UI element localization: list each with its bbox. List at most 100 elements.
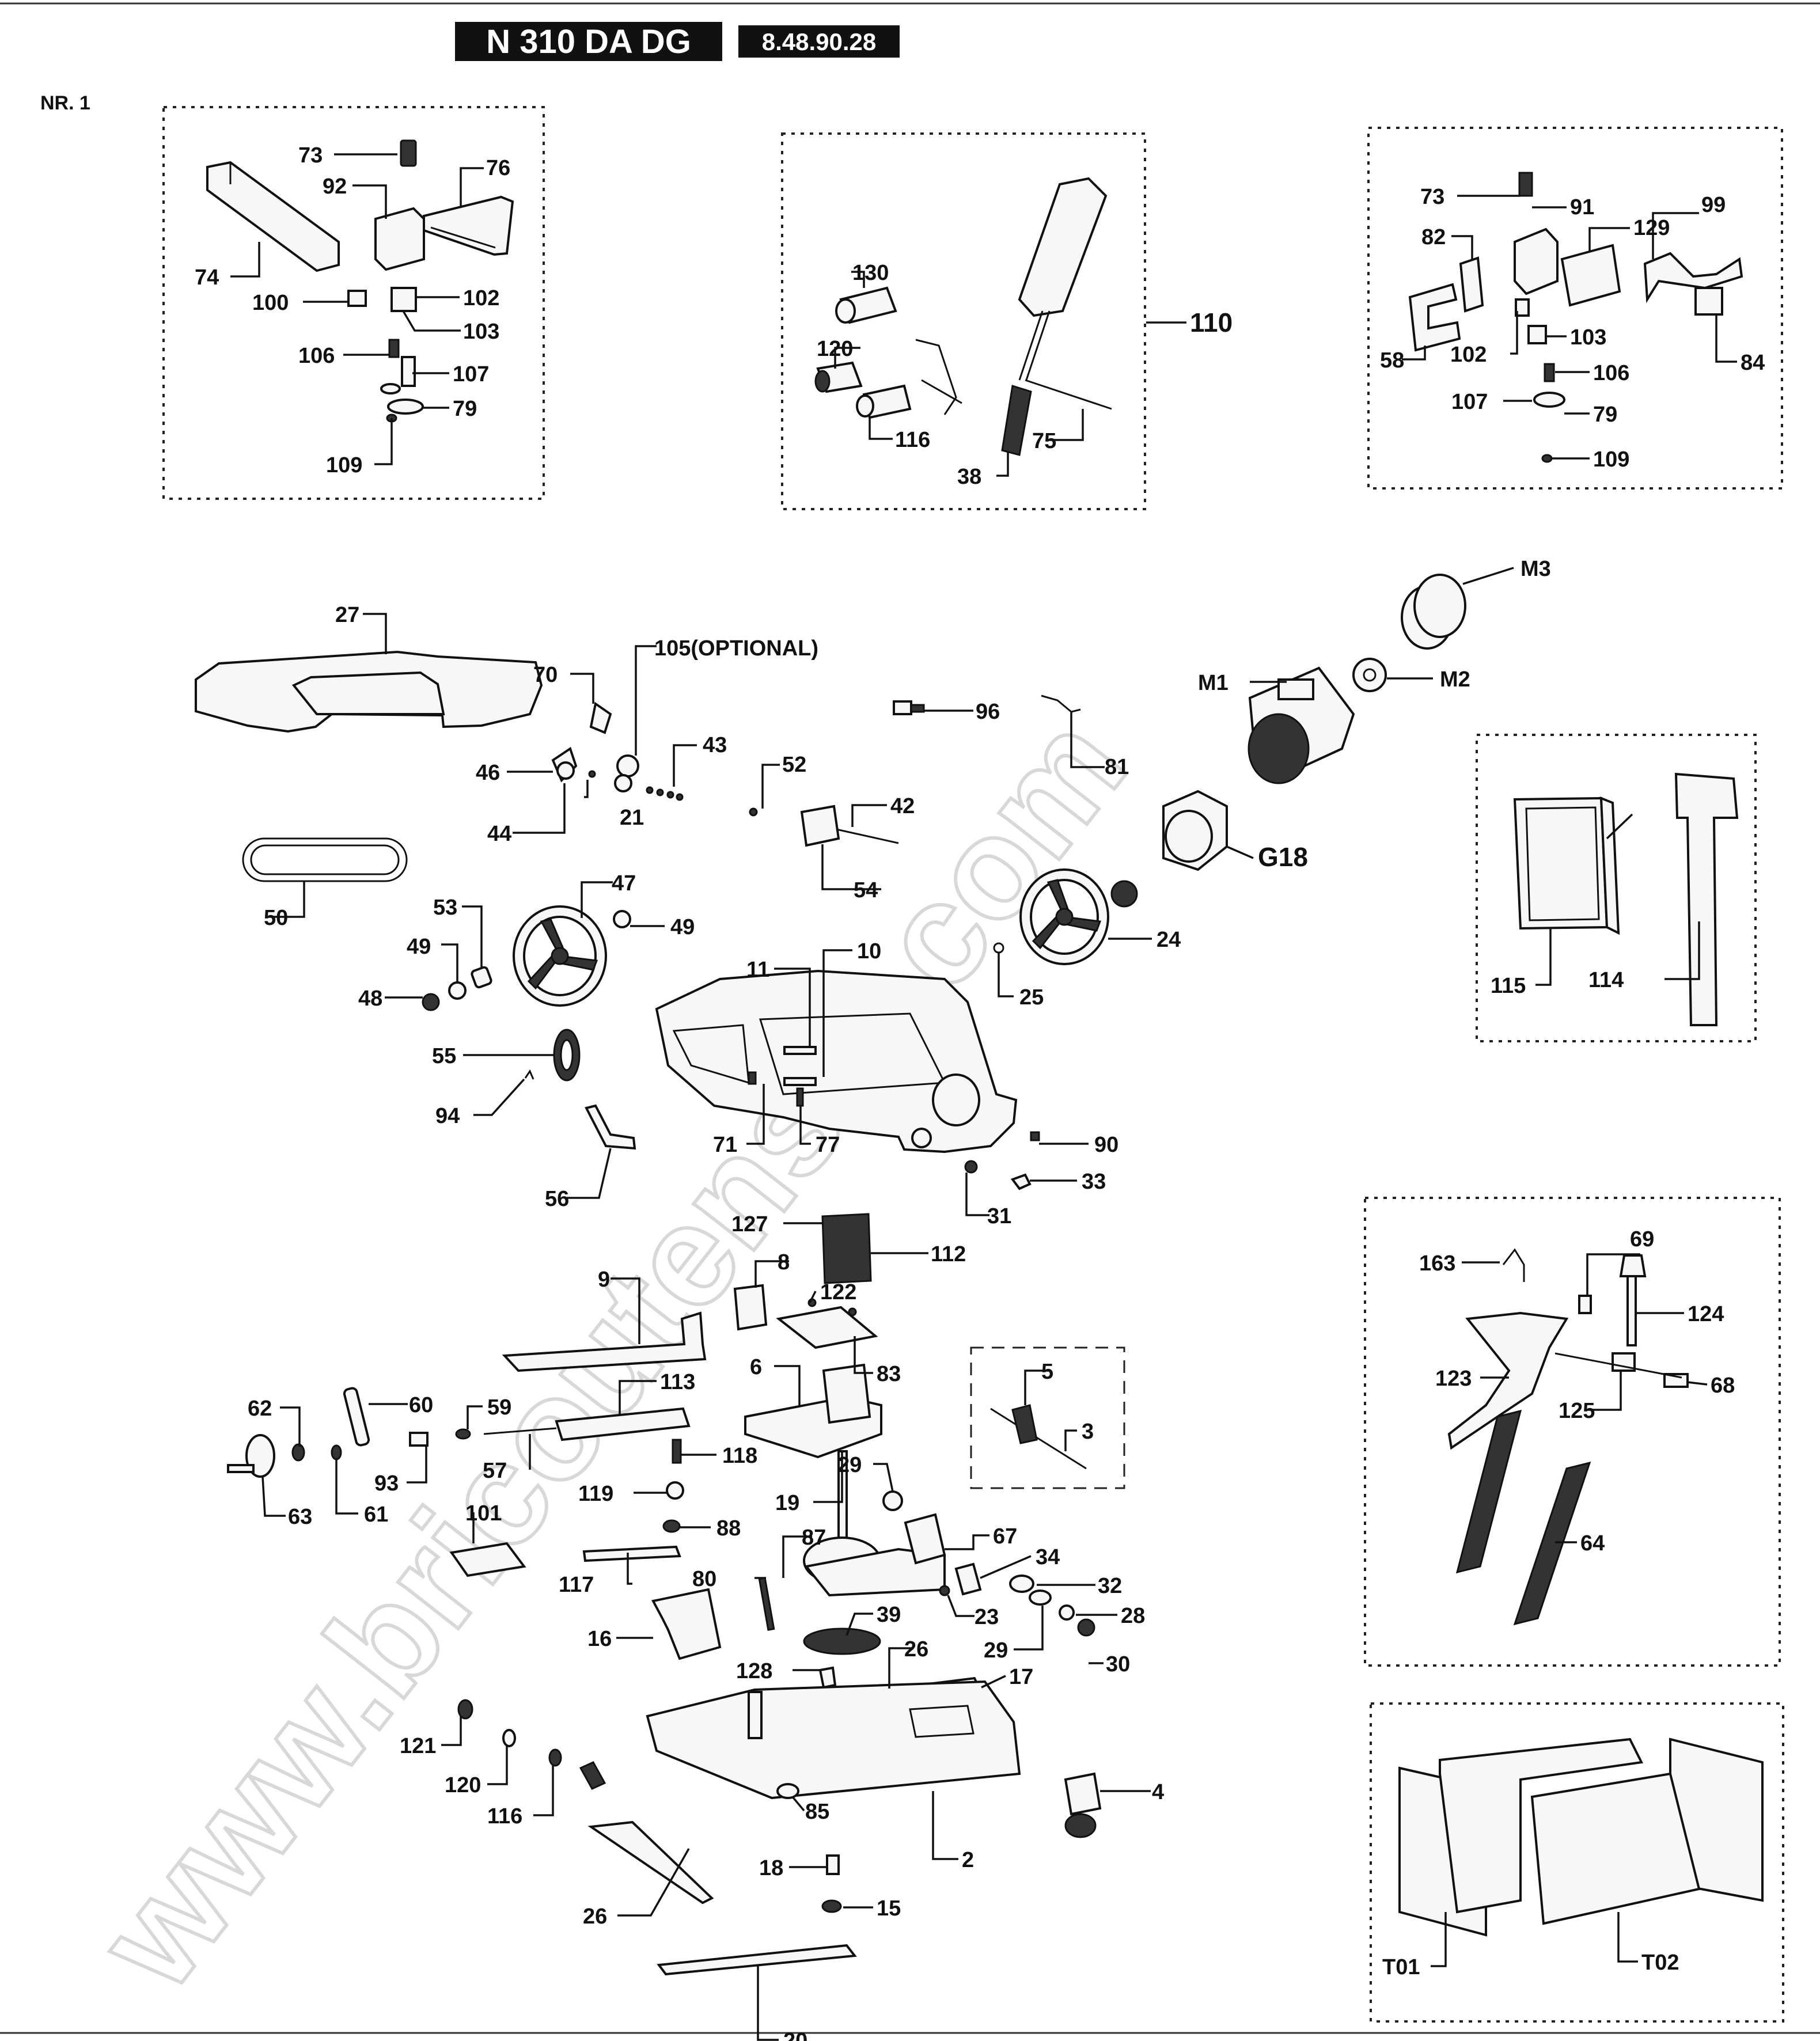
label-90: 90 (1094, 1133, 1118, 1157)
label-48: 48 (358, 987, 382, 1011)
pump-4 (1064, 1772, 1102, 1838)
label-17: 17 (1009, 1665, 1033, 1689)
cover-strip-left (423, 195, 514, 256)
vise-base-6 (744, 1363, 882, 1459)
label-128: 128 (736, 1659, 772, 1683)
bearing-79-right (1533, 392, 1565, 408)
label-88: 88 (716, 1516, 741, 1541)
rod-75 (1025, 379, 1112, 410)
label-m3: M3 (1521, 557, 1551, 581)
label-80: 80 (692, 1567, 716, 1591)
label-t02: T02 (1641, 1951, 1679, 1975)
knob-124 (1619, 1254, 1647, 1346)
label-75: 75 (1032, 429, 1056, 453)
label-49-left: 49 (407, 935, 431, 959)
part-labels: 73 92 76 74 100 102 103 106 107 79 109 1… (195, 143, 1765, 2041)
screw-57 (483, 1427, 557, 1435)
label-16: 16 (587, 1627, 612, 1651)
label-61: 61 (364, 1503, 388, 1527)
label-119: 119 (578, 1482, 613, 1506)
washer-28 (1059, 1604, 1075, 1621)
label-46: 46 (476, 761, 500, 785)
label-53: 53 (433, 896, 457, 920)
label-26-top: 26 (904, 1637, 928, 1661)
label-24: 24 (1157, 928, 1181, 952)
label-127: 127 (731, 1212, 768, 1236)
label-101: 101 (465, 1501, 502, 1526)
leader-lines (230, 153, 1737, 2041)
label-4: 4 (1152, 1780, 1164, 1804)
rod-117 (582, 1545, 681, 1562)
label-77: 77 (816, 1133, 840, 1157)
wing-knob-46 (551, 746, 578, 783)
valve-116-top (856, 384, 912, 419)
belt-50 (242, 837, 408, 882)
plate-100 (347, 290, 367, 307)
plug-88 (662, 1519, 681, 1533)
lever-60 (343, 1387, 370, 1447)
label-70: 70 (533, 663, 558, 687)
label-73-right: 73 (1420, 185, 1444, 209)
label-102-right: 102 (1450, 343, 1487, 367)
label-96: 96 (976, 700, 1000, 724)
label-20: 20 (783, 2029, 807, 2041)
label-110: 110 (1190, 308, 1233, 337)
label-8: 8 (778, 1250, 790, 1274)
electric-box-115 (1513, 796, 1620, 935)
label-120-bottom: 120 (445, 1773, 481, 1797)
label-39: 39 (877, 1603, 901, 1627)
bow-frame-10 (655, 969, 1018, 1154)
bracket-16 (651, 1588, 722, 1660)
bearing-49-left (448, 981, 467, 1000)
label-m2: M2 (1440, 667, 1470, 692)
bracket-81 (1041, 695, 1081, 713)
base-2 (646, 1680, 1021, 1800)
label-82: 82 (1421, 225, 1446, 249)
rod-125 (1554, 1352, 1682, 1379)
label-43: 43 (703, 733, 727, 757)
nut-103-right (1527, 325, 1547, 344)
group-box-guide-left (162, 106, 545, 500)
fitting-bottom (579, 1761, 606, 1790)
bushing-53 (471, 966, 492, 989)
group-box-springs (1364, 1197, 1781, 1667)
valve-130 (835, 286, 897, 324)
handwheel-47 (513, 905, 607, 1007)
label-107-left: 107 (453, 362, 489, 386)
plate-82 (1459, 256, 1484, 313)
label-t01: T01 (1382, 1955, 1420, 1979)
label-50: 50 (264, 906, 288, 930)
code-badge (738, 25, 900, 58)
label-55: 55 (432, 1044, 456, 1068)
blade-cover-27 (195, 650, 543, 733)
label-94: 94 (435, 1104, 460, 1128)
label-62: 62 (248, 1397, 272, 1421)
label-49-right: 49 (670, 915, 695, 939)
label-116-top: 116 (895, 428, 930, 452)
tray-26 (587, 1820, 714, 1905)
pin-21 (588, 770, 596, 778)
foot-18 (826, 1854, 840, 1875)
model-title: N 310 DA DG (486, 23, 691, 60)
nut-48 (422, 993, 440, 1011)
label-109-right: 109 (1593, 447, 1629, 472)
label-109-left: 109 (326, 453, 362, 477)
block-84 (1694, 287, 1723, 316)
foot-15 (821, 1899, 842, 1913)
valve-120-bottom (502, 1729, 516, 1747)
label-129: 129 (1633, 216, 1670, 240)
label-19: 19 (775, 1491, 799, 1515)
label-114: 114 (1588, 968, 1624, 992)
valve-120-top (814, 361, 863, 393)
label-76: 76 (486, 156, 510, 180)
key-94 (524, 1069, 534, 1080)
label-10: 10 (857, 939, 881, 963)
label-27: 27 (335, 603, 359, 627)
label-124: 124 (1688, 1302, 1724, 1326)
screw-73-left (400, 139, 417, 167)
knob-70 (589, 701, 612, 734)
nut-5 (1011, 1404, 1038, 1444)
label-9: 9 (598, 1268, 610, 1292)
label-58: 58 (1380, 348, 1404, 373)
arm-99 (1643, 252, 1743, 304)
